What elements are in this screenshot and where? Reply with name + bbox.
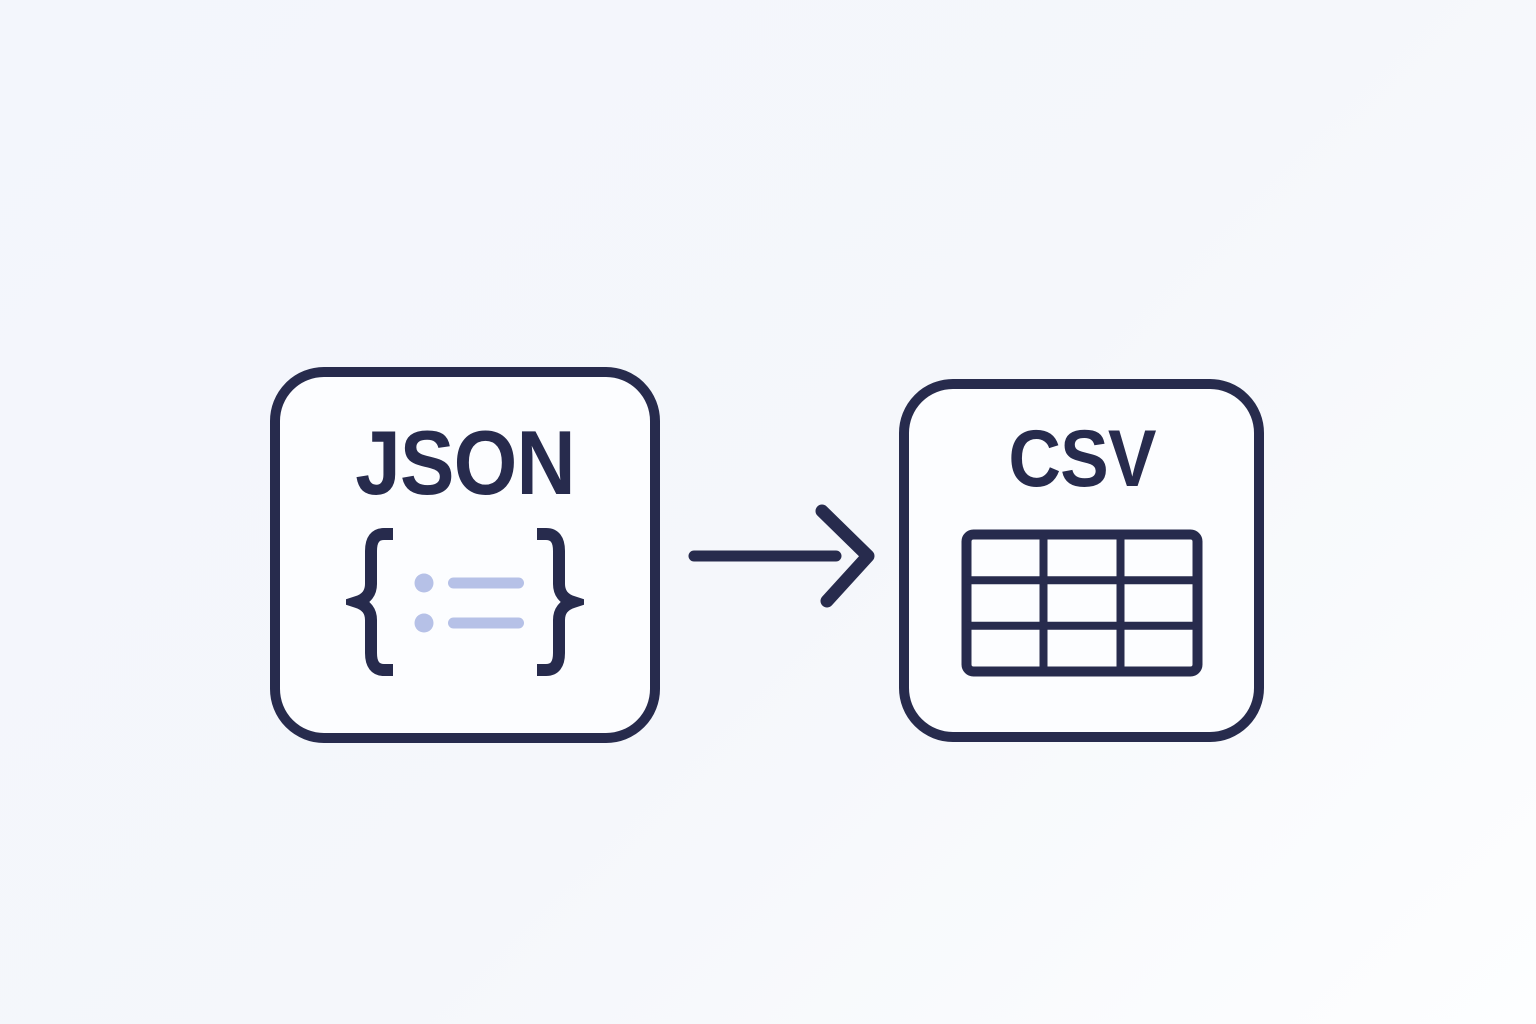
table-outline [961,529,1202,677]
value-line-2 [448,617,524,629]
csv-target-card: CSV [899,379,1264,742]
csv-card-label: CSV [1007,414,1156,504]
table-grid-icon [961,529,1202,677]
key-value-rows [414,573,524,633]
json-card-label: JSON [355,413,575,514]
arrow-head [815,504,875,608]
key-bullet-1 [414,573,434,593]
left-brace [346,528,393,676]
table-grid-lines [966,534,1197,672]
key-bullet-2 [414,613,434,633]
right-arrow-icon [688,504,875,608]
right-brace [537,528,584,676]
value-line-1 [448,577,524,589]
json-source-card: JSON [270,367,660,743]
curly-braces-key-value-icon [346,528,584,676]
conversion-arrow [686,503,878,614]
